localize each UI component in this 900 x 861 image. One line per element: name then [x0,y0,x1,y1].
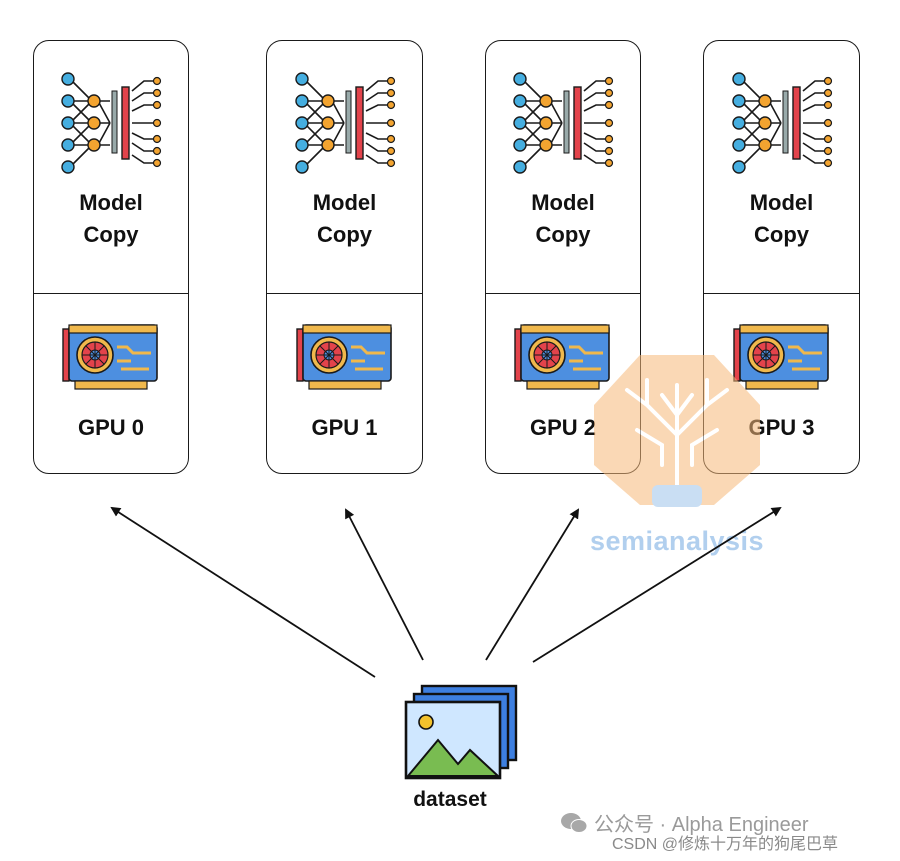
model-copy-label: Model Copy [704,187,859,251]
card-divider [267,293,422,294]
model-label-line2: Copy [535,222,591,247]
semianalysis-watermark-icon [594,355,760,507]
dataset-images-icon [404,684,518,780]
model-copy-label: Model Copy [486,187,640,251]
card-divider [704,293,859,294]
model-label-line2: Copy [317,222,372,247]
model-copy-label: Model Copy [34,187,188,251]
wechat-account-watermark: 公众号 · Alpha Engineer [560,808,809,837]
arrow-to-gpu-2 [485,508,580,661]
csdn-watermark-text: CSDN @修炼十万年的狗尾巴草 [612,836,839,853]
model-label-line1: Model [749,190,814,215]
model-label-line2: Copy [83,222,139,247]
model-copy-label: Model Copy [267,187,422,251]
gpu-card-0: Model Copy GPU 0 [33,40,189,474]
wechat-account-text: 公众号 · Alpha Engineer [594,814,809,836]
gpu-label: GPU 0 [77,415,145,440]
card-divider [486,293,640,294]
model-label-line1: Model [531,190,595,215]
dataset-label: dataset [413,788,487,811]
card-divider [34,293,188,294]
model-label-line1: Model [312,190,377,215]
arrow-to-gpu-3 [532,506,782,663]
gpu-label: GPU 1 [311,415,378,440]
gpu-card-1: Model Copy GPU 1 [266,40,423,474]
wechat-icon [561,812,588,833]
model-label-line1: Model [79,190,143,215]
gpu-label: GPU 2 [529,415,597,440]
arrow-to-gpu-0 [110,506,376,678]
watermark-text: semianalysis [589,526,765,556]
model-label-line2: Copy [754,222,809,247]
arrow-to-gpu-1 [345,508,424,661]
